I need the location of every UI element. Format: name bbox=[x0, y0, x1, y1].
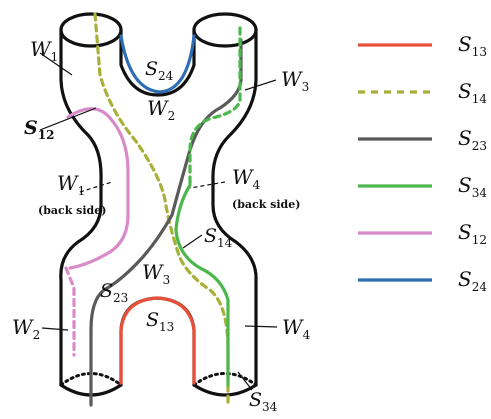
label-w2-bottom-left: W2 bbox=[12, 315, 40, 342]
leader-s14 bbox=[182, 234, 203, 249]
curve-s12-back bbox=[64, 266, 76, 357]
leader-s34 bbox=[237, 371, 253, 391]
label-s13: S13 bbox=[146, 309, 174, 334]
top-right-opening bbox=[192, 12, 258, 48]
label-s12: S12 bbox=[24, 117, 54, 142]
bottom-right-back-arc bbox=[192, 372, 258, 387]
leader-s12 bbox=[39, 107, 97, 131]
leader-w1-left bbox=[39, 52, 73, 76]
curve-s14 bbox=[93, 12, 230, 407]
label-s23: S23 bbox=[100, 280, 128, 305]
inner-top-edge bbox=[119, 28, 196, 97]
label-w4-right: W4 bbox=[282, 315, 311, 342]
label-w4-back-note: (back side) bbox=[232, 198, 300, 211]
label-w3-right: W3 bbox=[281, 67, 309, 94]
leader-w4-right bbox=[244, 325, 278, 328]
curve-s12 bbox=[66, 107, 130, 270]
leader-w4-back bbox=[189, 181, 226, 189]
label-w4-back: W4 bbox=[232, 165, 261, 192]
leader-w1-back bbox=[79, 181, 113, 193]
label-s24: S24 bbox=[145, 58, 174, 83]
curve-s34-back bbox=[188, 26, 242, 187]
label-w1-back: W1 bbox=[57, 171, 85, 198]
legend-label-s34: S34 bbox=[458, 173, 487, 200]
leader-w3-right bbox=[244, 79, 277, 91]
legend-label-s13: S13 bbox=[458, 32, 487, 59]
curve-s23 bbox=[89, 38, 243, 407]
label-s34: S34 bbox=[249, 389, 278, 414]
label-w3-bottom: W3 bbox=[142, 260, 170, 287]
legend-label-s14: S14 bbox=[458, 79, 487, 106]
legend-label-s12: S12 bbox=[458, 220, 487, 247]
bottom-right-front-arc bbox=[192, 383, 258, 397]
label-w1-back-note: (back side) bbox=[38, 204, 106, 217]
leader-lines bbox=[39, 52, 278, 391]
label-w1-left: W1 bbox=[30, 37, 58, 64]
curve-s24 bbox=[119, 34, 196, 94]
top-left-opening bbox=[59, 12, 123, 48]
leader-w2-bottom bbox=[41, 327, 69, 331]
legend-label-s24: S24 bbox=[458, 267, 487, 294]
right-outer-edge bbox=[211, 28, 258, 387]
curve-s13 bbox=[119, 296, 196, 385]
curve-s34 bbox=[174, 183, 230, 387]
label-w2-top: W2 bbox=[147, 96, 175, 123]
label-s14: S14 bbox=[204, 225, 233, 250]
legend-label-s23: S23 bbox=[458, 126, 487, 153]
